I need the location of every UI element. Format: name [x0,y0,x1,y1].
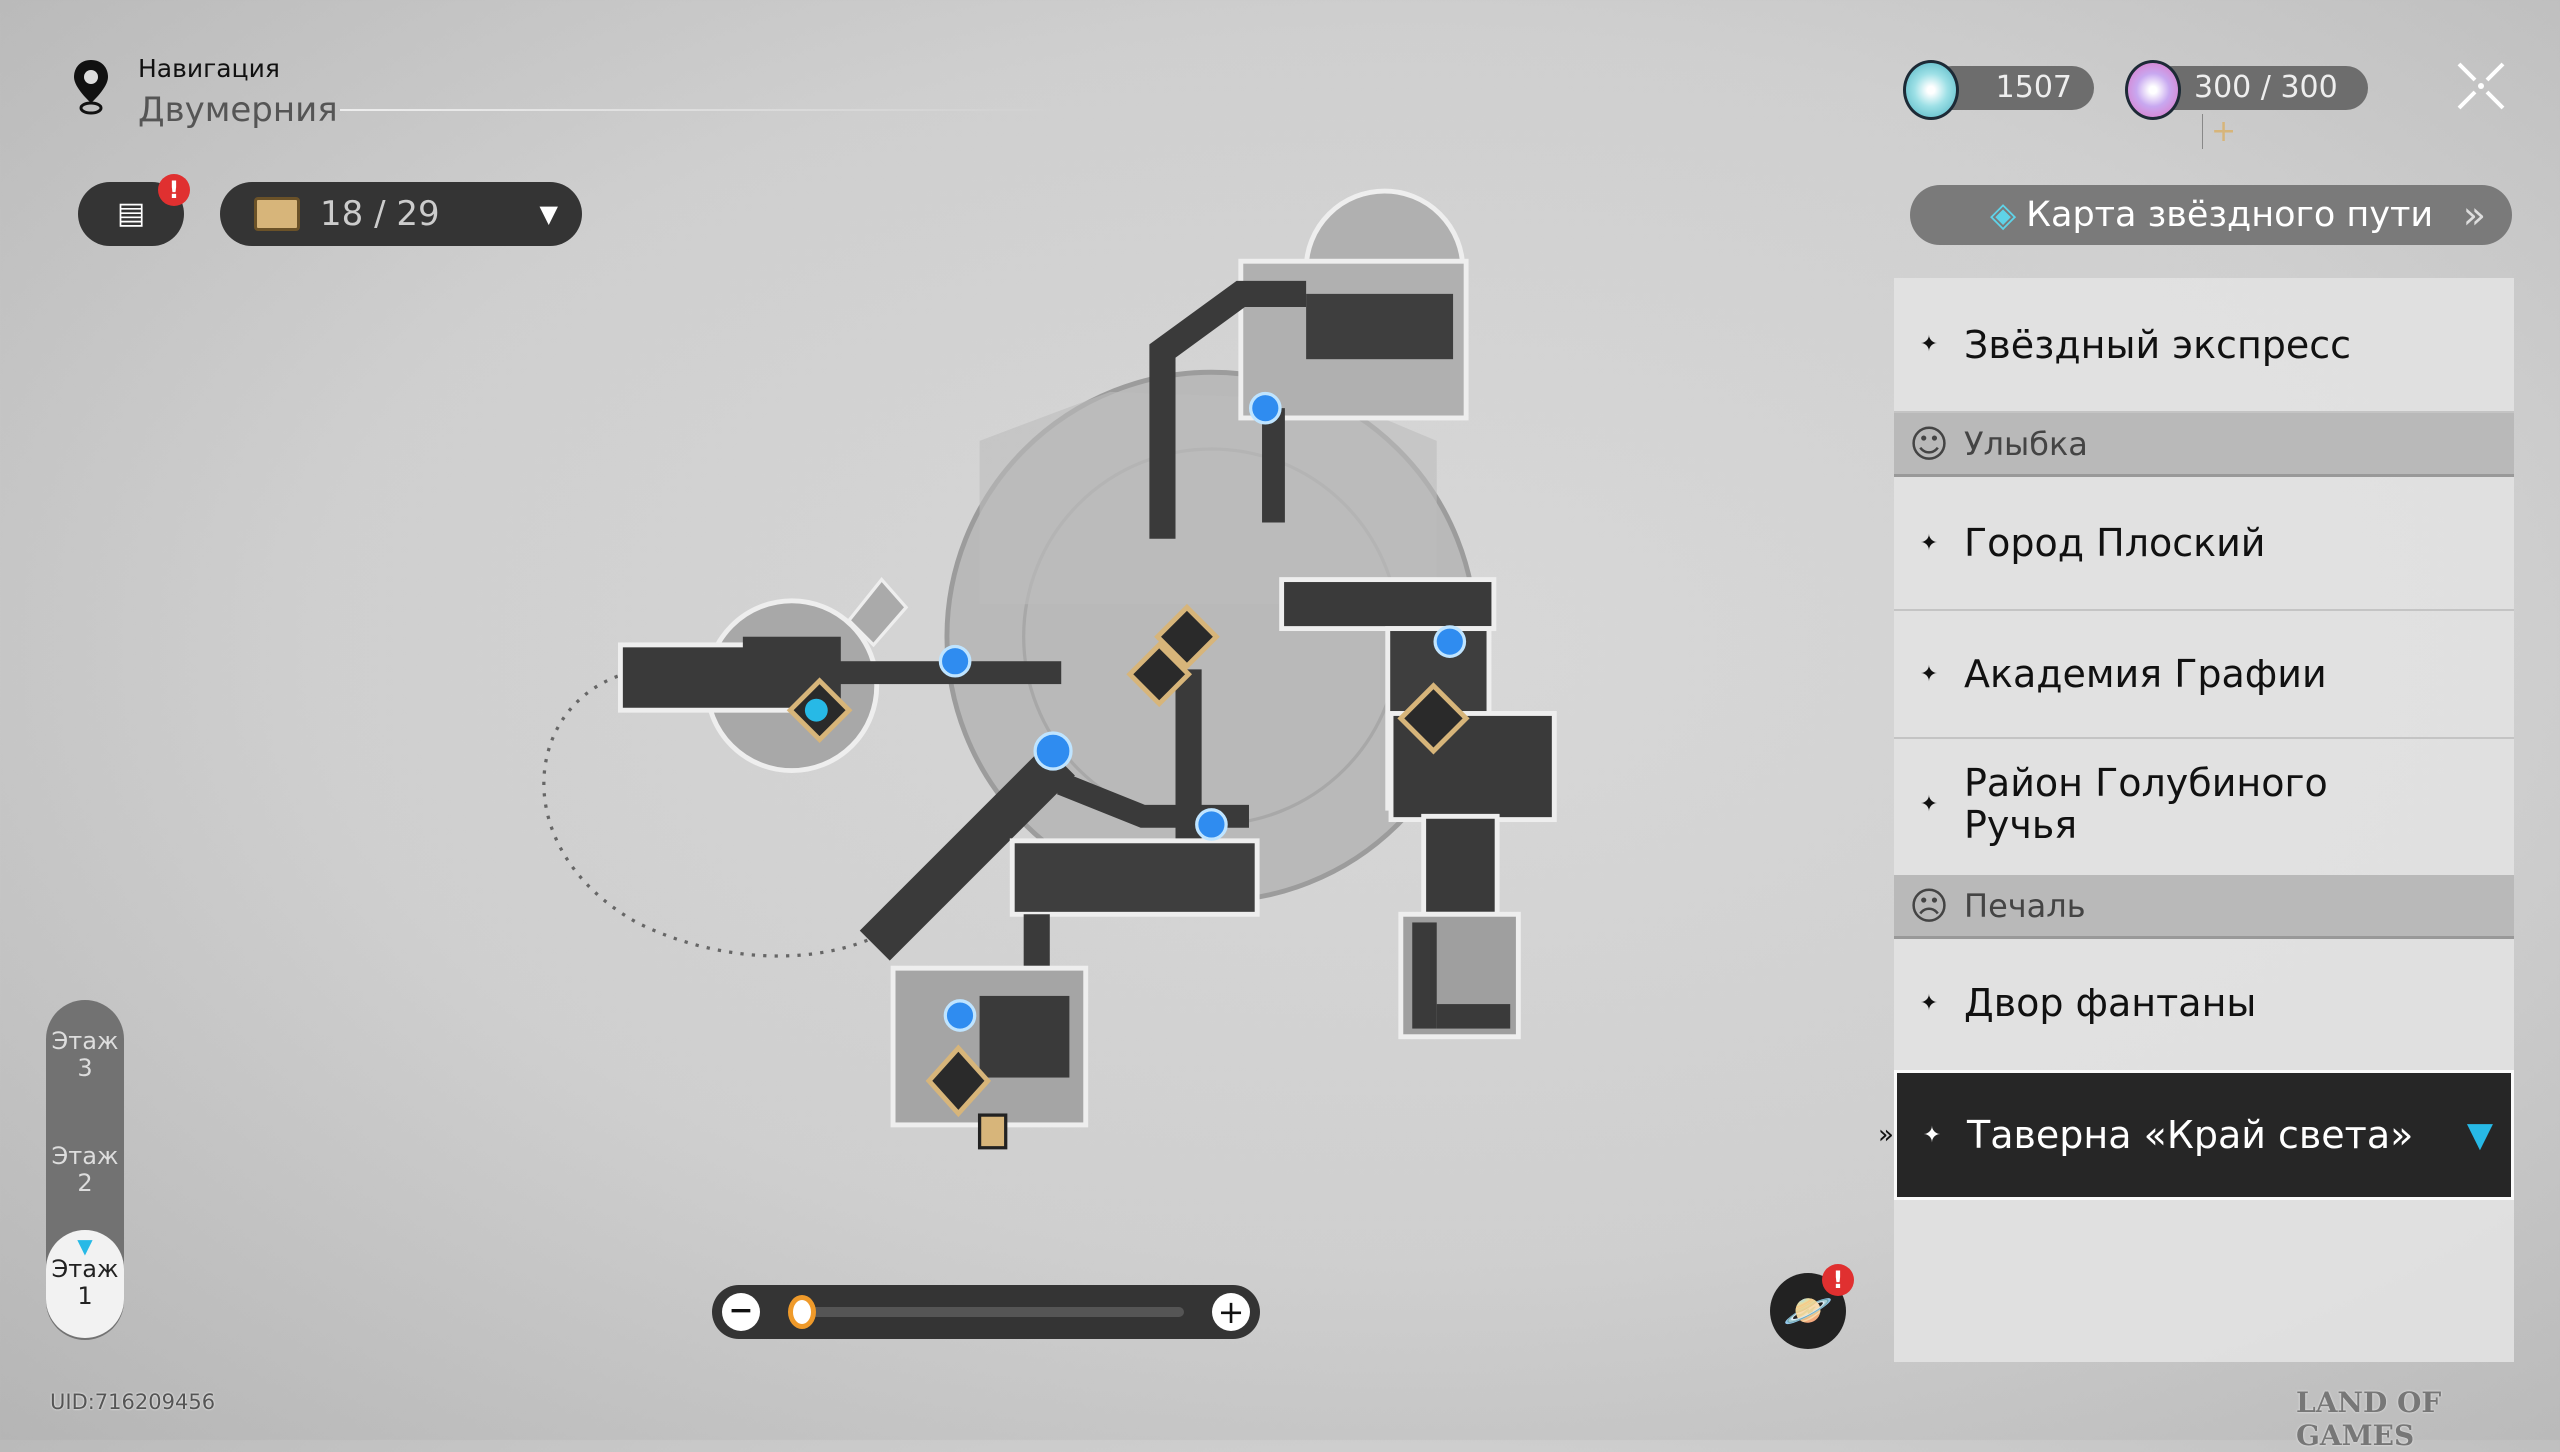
category-smile: ☺ Улыбка [1894,413,2514,477]
location-label: Звёздный экспресс [1964,322,2352,367]
star-bullet-icon: ✦ [1919,990,1939,1016]
zoom-slider-track[interactable] [792,1307,1184,1317]
trailblaze-power-counter[interactable]: 300 / 300 + [2150,66,2368,149]
current-location-icon: ▼ [2466,1115,2493,1155]
current-floor-icon: ▼ [77,1234,93,1258]
star-bullet-icon: ✦ [1919,332,1939,357]
location-item-academy[interactable]: ✦ Академия Графии [1894,611,2514,739]
trailblaze-power-value: 300 / 300 [2194,70,2338,105]
location-label: Район Голубиного Ручья [1964,761,2328,847]
uid-label: UID:716209456 [50,1390,216,1414]
category-label: Печаль [1964,886,2086,925]
watermark: LAND OF GAMES [2296,1386,2442,1452]
zoom-in-button[interactable]: + [1212,1293,1250,1331]
star-map-label: Карта звёздного пути [2026,195,2434,235]
location-item-dove-creek[interactable]: ✦ Район Голубиного Ручья [1894,739,2514,869]
clipboard-icon: ▤ [116,196,146,231]
star-map-button[interactable]: ◈ Карта звёздного пути » [1910,185,2512,245]
floor-label: Этаж [51,1255,119,1283]
stellar-jade-icon [1903,60,1959,120]
category-sorrow: ☹ Печаль [1894,875,2514,939]
location-label: Академия Графии [1964,652,2327,696]
divider [340,109,1070,111]
close-button[interactable] [2455,60,2507,112]
chest-count: 18 / 29 [320,194,440,234]
floor-number: 3 [77,1054,93,1082]
selection-pointer-icon: » [1878,1120,1894,1150]
category-label: Улыбка [1964,424,2088,463]
location-item-fountain-court[interactable]: ✦ Двор фантаны [1894,939,2514,1067]
zoom-slider-handle[interactable] [788,1295,816,1329]
location-name: Двумерния [138,90,338,130]
location-item-star-express[interactable]: ✦ Звёздный экспресс [1894,278,2514,413]
star-bullet-icon: ✦ [1919,530,1939,556]
location-label: Город Плоский [1964,521,2266,565]
floor-label: Этаж [51,1142,119,1170]
add-power-button[interactable]: + [2202,114,2237,149]
trailblaze-power-icon [2125,60,2181,120]
location-list[interactable]: ✦ Звёздный экспресс ☺ Улыбка ✦ Город Плоски… [1894,278,2514,1362]
zoom-control: − + [712,1285,1260,1339]
planet-icon: 🪐 [1783,1288,1833,1334]
player-marker-icon [804,698,828,722]
teleport-icon [938,391,1467,1032]
chevron-right-icon: » [2462,193,2486,237]
planet-button[interactable]: 🪐 [1770,1273,1846,1349]
star-bullet-icon: ✦ [1919,791,1939,817]
zoom-out-button[interactable]: − [722,1293,760,1331]
floor-number: 2 [77,1169,93,1197]
chevron-down-icon: ▼ [539,200,558,228]
star-diamond-icon: ◈ [1990,195,2017,235]
floor-label: Этаж [51,1027,119,1055]
star-bullet-icon: ✦ [1919,661,1939,687]
chest-icon [254,197,300,231]
exit-icon [977,1113,1008,1150]
chest-counter-dropdown[interactable]: 18 / 29 ▼ [220,182,582,246]
mission-marker-icon [786,603,1470,1118]
map-pin-icon [70,58,112,116]
location-item-flat-city[interactable]: ✦ Город Плоский [1894,477,2514,611]
location-label: Таверна «Край света» [1967,1113,2414,1157]
alert-badge: ! [1822,1264,1854,1296]
location-item-tavern[interactable]: ✦ Таверна «Край света» ▼ [1894,1070,2514,1200]
location-label: Двор фантаны [1964,981,2257,1025]
smile-mask-icon: ☺ [1909,421,1949,466]
floor-number: 1 [77,1282,93,1310]
star-bullet-icon: ✦ [1922,1122,1942,1148]
sad-mask-icon: ☹ [1909,883,1949,928]
alert-badge: ! [158,174,190,206]
nav-section-title: Навигация [138,54,280,83]
